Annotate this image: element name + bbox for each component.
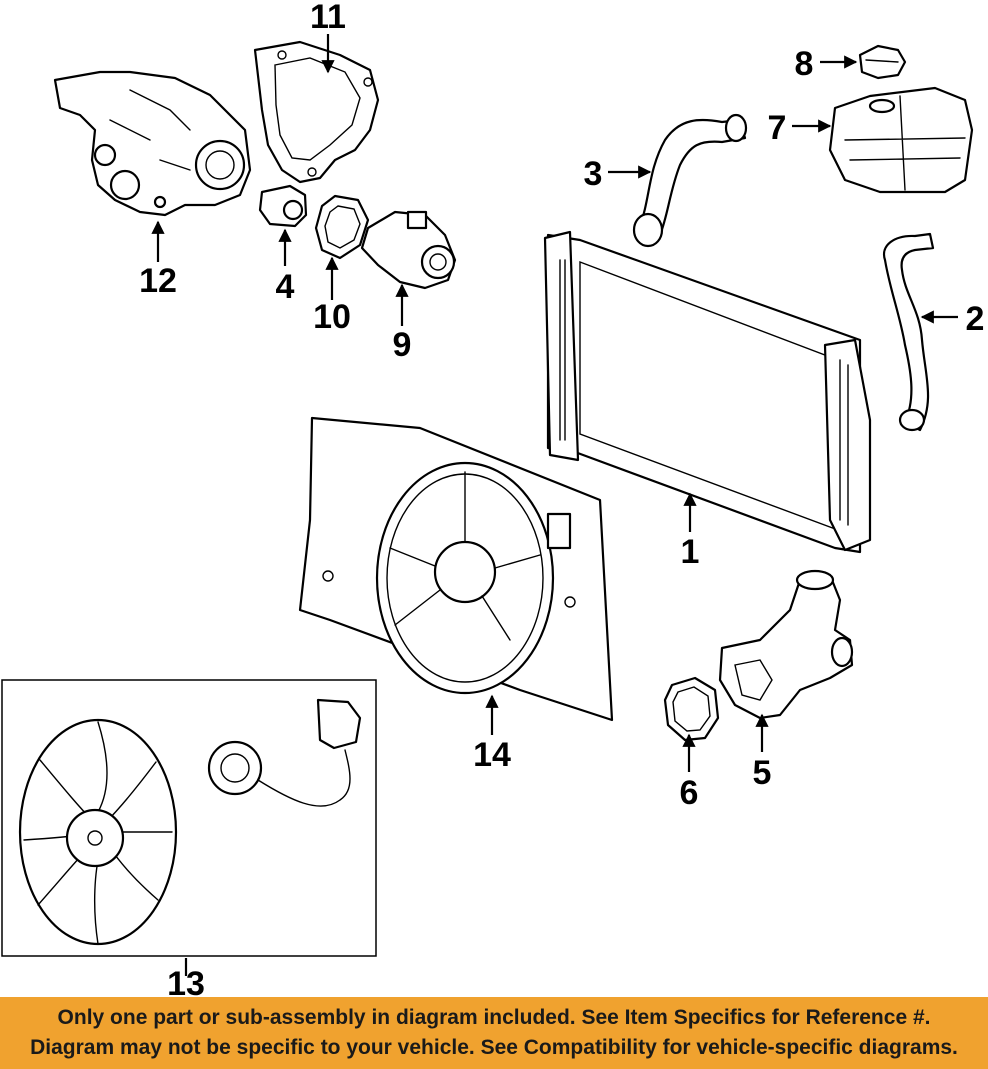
fan-shroud-part <box>298 416 614 722</box>
reservoir-hose-part <box>882 232 935 432</box>
temperature-sensor-part <box>258 184 308 228</box>
reservoir-cap-part <box>858 44 907 80</box>
callout-6: 6 <box>680 774 699 812</box>
outlet-gasket-part <box>663 676 720 742</box>
water-pump-gasket-part <box>253 40 380 184</box>
callout-4: 4 <box>276 268 295 306</box>
cooling-system-exploded-diagram: 12 11 4 10 9 3 8 <box>1 0 985 997</box>
radiator-part <box>543 230 872 554</box>
thermostat-seal-part <box>314 194 370 260</box>
disclaimer-line-1: Only one part or sub-assembly in diagram… <box>57 1006 931 1029</box>
callout-12: 12 <box>139 262 177 300</box>
callout-8: 8 <box>795 45 814 83</box>
disclaimer-banner: Only one part or sub-assembly in diagram… <box>0 997 988 1069</box>
disclaimer-line-2: Diagram may not be specific to your vehi… <box>30 1036 958 1059</box>
thermostat-housing-part <box>360 210 457 290</box>
fan-assembly-box <box>1 679 377 957</box>
callout-10: 10 <box>313 298 351 336</box>
coolant-reservoir-part <box>828 86 974 194</box>
water-pump-housing-part <box>53 70 252 217</box>
water-outlet-part <box>718 569 854 720</box>
callout-3: 3 <box>584 155 603 193</box>
callout-1: 1 <box>681 533 700 571</box>
callout-2: 2 <box>966 300 985 338</box>
callout-9: 9 <box>393 326 412 364</box>
upper-radiator-hose-part <box>632 113 748 248</box>
callout-14: 14 <box>473 736 511 774</box>
callout-5: 5 <box>753 754 772 792</box>
cooling-fan-assembly-part <box>18 698 362 946</box>
callout-7: 7 <box>768 109 787 147</box>
callout-13: 13 <box>167 965 205 997</box>
callout-11: 11 <box>310 0 346 36</box>
